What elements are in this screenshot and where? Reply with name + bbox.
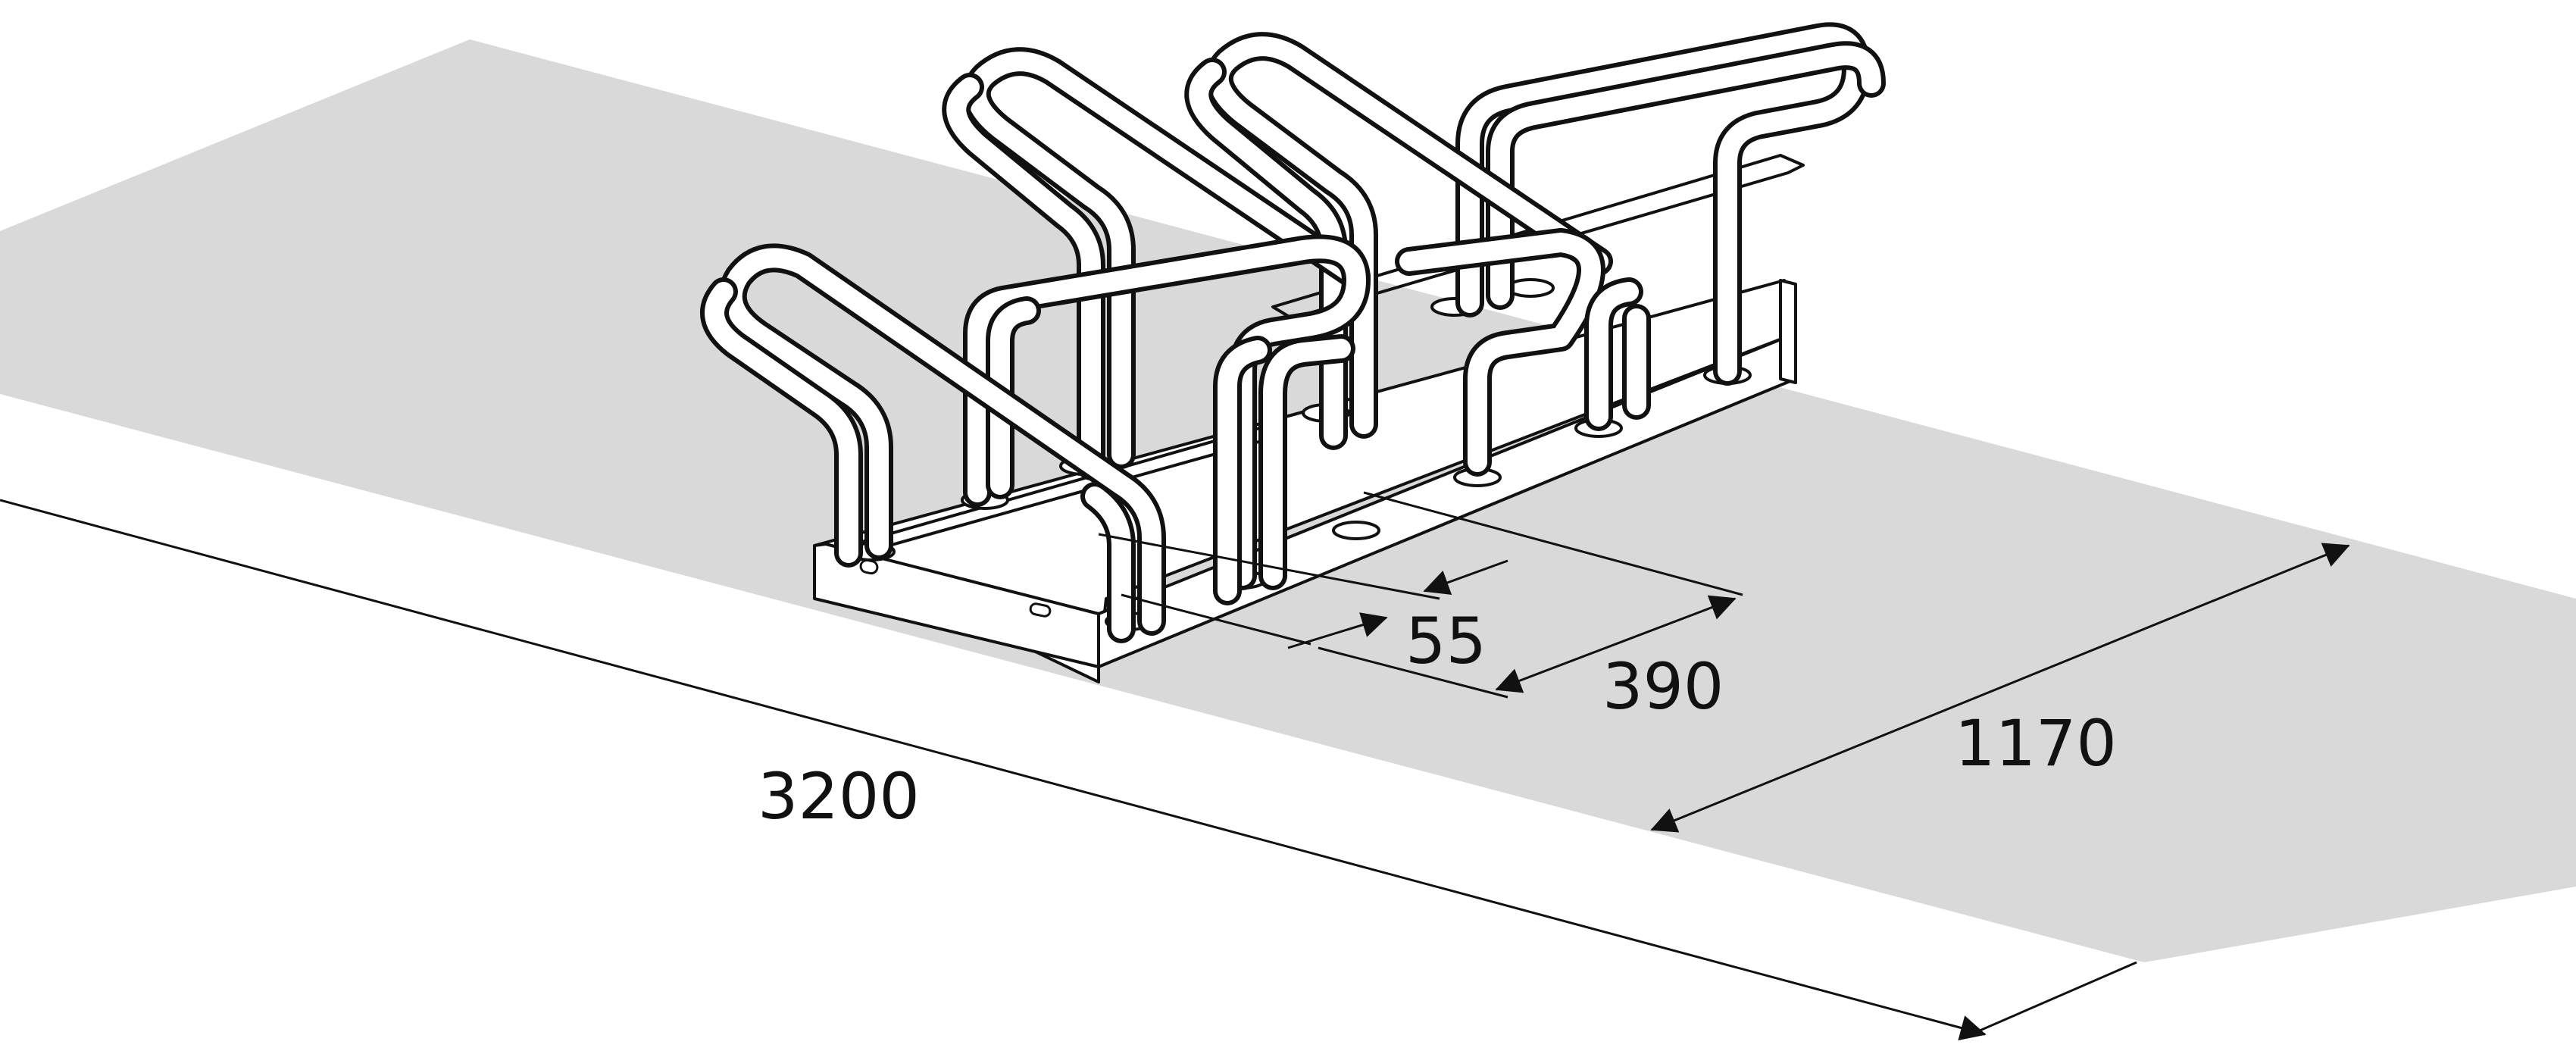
dimension-line-spacing — [1495, 595, 1737, 693]
dimension-line-depth — [1650, 543, 2350, 833]
extension-line — [1121, 593, 1311, 646]
right-end-plate — [1779, 279, 1797, 384]
extension-line — [1098, 533, 1440, 600]
dimension-arrow-tube — [1287, 612, 1388, 649]
left-end-plate — [813, 543, 1100, 668]
bike-rack — [700, 22, 1886, 683]
dimension-label-spacing: 390 — [1602, 649, 1724, 724]
back-hoop-3 — [1455, 22, 1886, 386]
dimension-label-length: 3200 — [758, 759, 920, 834]
dimension-line-length — [0, 499, 1987, 1041]
upright-hoop-2 — [1395, 228, 1651, 477]
back-hoop-1 — [942, 47, 1371, 480]
extension-line — [1962, 961, 2137, 1040]
dimension-arrow-tube — [1423, 559, 1508, 595]
extension-line — [1363, 491, 1743, 596]
back-hoop-2 — [1184, 32, 1613, 450]
dimension-lines — [0, 491, 2350, 1041]
front-hoop-1 — [700, 243, 1166, 643]
dimension-labels: 3200 1170 390 55 — [758, 604, 2117, 834]
cross-bar — [847, 434, 1282, 558]
dimension-label-tube: 55 — [1405, 604, 1487, 678]
extension-line — [1318, 646, 1508, 699]
front-hoop-2 — [1213, 334, 1355, 605]
dimension-label-depth: 1170 — [1955, 706, 2117, 780]
end-plate-slot — [1029, 602, 1052, 618]
cross-bar — [847, 423, 1274, 547]
